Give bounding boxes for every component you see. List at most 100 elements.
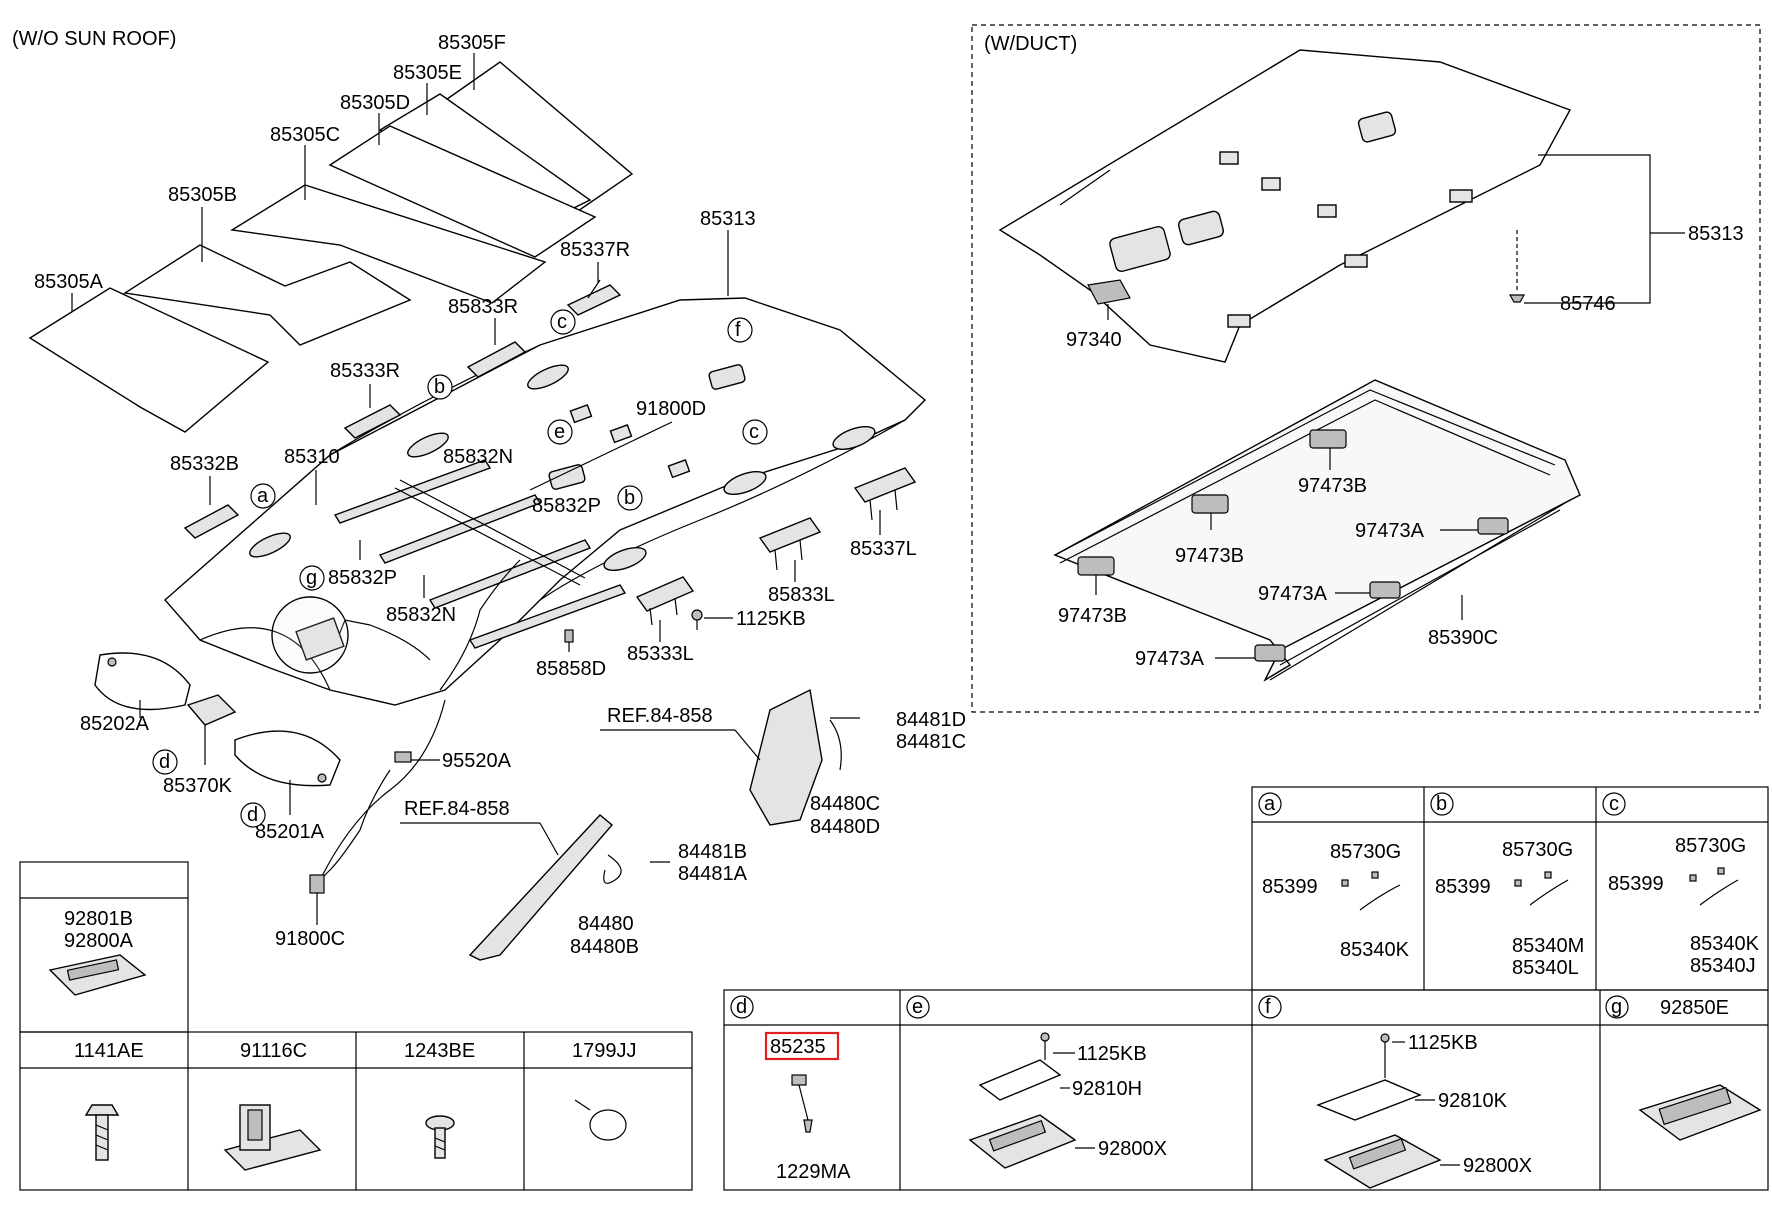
bracket-85333r[interactable]: [343, 404, 402, 439]
label-85201a: 85201A: [255, 821, 325, 843]
label-84480c: 84480C: [810, 793, 880, 815]
vent-97473a-3[interactable]: [1254, 644, 1286, 662]
vent-97473b-3[interactable]: [1077, 556, 1115, 576]
vent-97473a-2[interactable]: [1369, 581, 1401, 599]
svg-text:92800X: 92800X: [1098, 1138, 1167, 1160]
detail-f: f 1125KB 92810K 92800X: [1258, 995, 1532, 1189]
visor-holder-icon: [791, 1074, 813, 1133]
label-95520a: 95520A: [442, 750, 512, 772]
roof-pad-85305b[interactable]: [123, 244, 412, 346]
leader-duct-85313: [1538, 154, 1651, 304]
svg-text:c: c: [749, 421, 759, 443]
detail-a: a 85730G 85399 85340K: [1258, 792, 1410, 961]
bracket-icon: [978, 1032, 1062, 1101]
map-lamp-icon: [1638, 1084, 1762, 1141]
svg-text:b: b: [434, 376, 445, 398]
bracket-85337r[interactable]: [566, 279, 622, 316]
section-title-w-duct: (W/DUCT): [984, 33, 1077, 55]
label-85235[interactable]: 85235: [770, 1036, 826, 1058]
bracket-85337l[interactable]: [853, 467, 917, 521]
label-84480d: 84480D: [810, 816, 880, 838]
svg-text:85340K: 85340K: [1340, 939, 1410, 961]
label-85833l: 85833L: [768, 584, 835, 606]
bracket-85833l[interactable]: [758, 517, 822, 571]
vent-97473a-1[interactable]: [1477, 517, 1509, 535]
svg-text:91116C: 91116C: [240, 1040, 307, 1062]
svg-text:92850E: 92850E: [1660, 997, 1729, 1019]
callout-markers: c b a f e c b g d d: [152, 309, 768, 828]
detail-e: e 1125KB 92810H 92800X: [906, 995, 1167, 1169]
label-85305e: 85305E: [393, 62, 462, 84]
clip-85746[interactable]: [1508, 230, 1526, 303]
room-lamp-icon: [968, 1114, 1077, 1169]
vent-97473b-1[interactable]: [1309, 429, 1347, 449]
headliner-handle-pads: [249, 364, 876, 572]
svg-text:85730G: 85730G: [1675, 835, 1746, 857]
svg-text:f: f: [735, 319, 741, 341]
svg-text:92800X: 92800X: [1463, 1155, 1532, 1177]
bracket-icon: [1316, 1033, 1422, 1121]
clip-85858d[interactable]: [564, 629, 574, 643]
bracket-85333l[interactable]: [635, 576, 695, 626]
bracket-85833r[interactable]: [466, 341, 527, 378]
svg-text:b: b: [624, 487, 635, 509]
roof-pad-85305c[interactable]: [229, 184, 547, 304]
bracket-85332b[interactable]: [183, 504, 240, 539]
svg-text:85730G: 85730G: [1502, 839, 1573, 861]
connector-95520a[interactable]: [394, 751, 412, 763]
headliner-frame-rails: [319, 459, 627, 881]
label-1125kb-main: 1125KB: [736, 608, 806, 630]
vanity-lamp-85370k[interactable]: [186, 694, 237, 726]
svg-text:c: c: [1609, 793, 1619, 815]
headliner-85313[interactable]: [164, 297, 927, 706]
bolt-icon: [84, 1104, 120, 1161]
svg-text:85399: 85399: [1435, 876, 1491, 898]
label-85370k: 85370K: [163, 775, 233, 797]
leader-ref-lower-2: [539, 822, 559, 856]
svg-text:d: d: [247, 804, 258, 826]
label-84481d: 84481D: [896, 709, 966, 731]
label-97473b-1: 97473B: [1298, 475, 1367, 497]
label-85305a: 85305A: [34, 271, 104, 293]
label-85858d: 85858D: [536, 658, 606, 680]
cable-tie-icon: [574, 1099, 627, 1141]
label-85746: 85746: [1560, 293, 1616, 315]
duct-headliner-85313[interactable]: [998, 49, 1572, 363]
svg-text:1125KB: 1125KB: [1077, 1043, 1147, 1065]
label-85832n-low: 85832N: [386, 604, 456, 626]
svg-text:85340M: 85340M: [1512, 935, 1584, 957]
label-85305b: 85305B: [168, 184, 237, 206]
highlight-85235: [764, 1031, 840, 1061]
roof-pad-85305d[interactable]: [328, 125, 597, 258]
label-85310: 85310: [284, 446, 340, 468]
svg-text:92810K: 92810K: [1438, 1090, 1508, 1112]
detail-table-defg: [723, 989, 1769, 1191]
label-85337r: 85337R: [560, 239, 630, 261]
grab-handle-84480c[interactable]: [829, 717, 860, 771]
sun-visor-85202a[interactable]: [94, 652, 191, 711]
screw-1125kb-main[interactable]: [691, 609, 703, 630]
label-85337l: 85337L: [850, 538, 917, 560]
label-85832p-top: 85832P: [328, 567, 397, 589]
wiring-91800c[interactable]: [309, 769, 391, 894]
pillar-trim-upper[interactable]: [749, 688, 823, 826]
svg-text:a: a: [1264, 793, 1276, 815]
svg-text:c: c: [557, 311, 567, 333]
grab-handle-84480[interactable]: [603, 854, 670, 884]
section-title-wo-sunroof: (W/O SUN ROOF): [12, 28, 176, 50]
label-85333l: 85333L: [627, 643, 694, 665]
detail-b: b 85730G 85399 85340M 85340L: [1430, 792, 1584, 979]
label-85305c: 85305C: [270, 124, 340, 146]
svg-text:85730G: 85730G: [1330, 841, 1401, 863]
sun-visor-85201a[interactable]: [234, 730, 341, 787]
vent-97473b-2[interactable]: [1191, 494, 1229, 514]
detail-c: c 85730G 85399 85340K 85340J: [1602, 792, 1760, 977]
pillar-trim-lower[interactable]: [468, 814, 613, 961]
roof-pad-85305a[interactable]: [28, 287, 270, 433]
lamp-97340[interactable]: [1087, 279, 1131, 305]
assist-handle-icon: [1341, 871, 1401, 911]
leader-ref-upper-2: [734, 729, 761, 761]
clip-icon: [223, 1104, 322, 1171]
label-97473a-1: 97473A: [1355, 520, 1425, 542]
